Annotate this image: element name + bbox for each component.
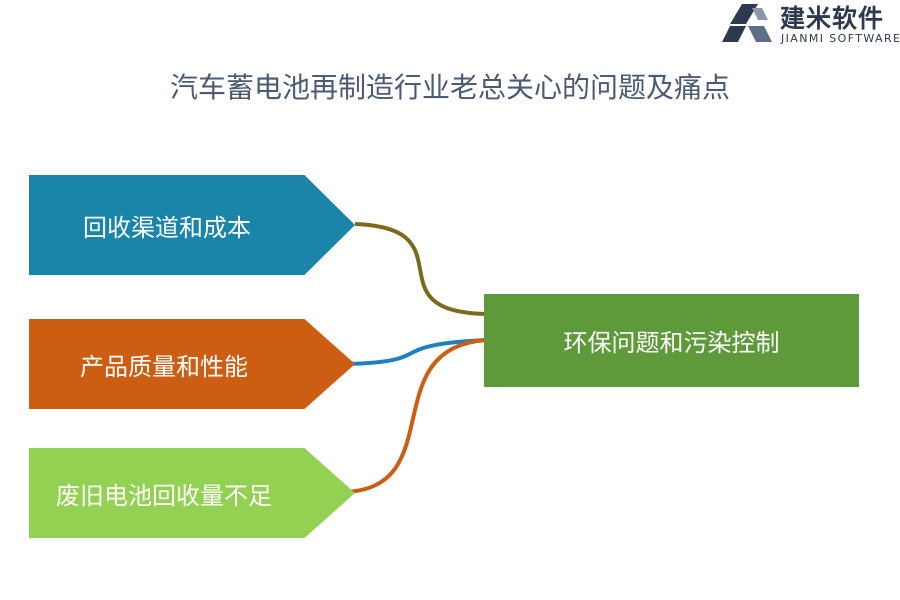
center-node-label: 环保问题和污染控制 (563, 329, 780, 357)
logo-subtitle: JIANMI SOFTWARE (781, 32, 900, 45)
branch-node-1: 回收渠道和成本 (29, 175, 355, 275)
jianmi-logo-icon (722, 4, 772, 42)
page-title: 汽车蓄电池再制造行业老总关心的问题及痛点 (169, 71, 730, 104)
brand-logo: 建米软件 JIANMI SOFTWARE (722, 2, 900, 46)
branch-node-2-label: 产品质量和性能 (80, 352, 248, 381)
center-node: 环保问题和污染控制 (484, 294, 859, 387)
branch-node-3: 废旧电池回收量不足 (29, 448, 355, 538)
connector-line-3 (344, 338, 487, 494)
logo-name: 建米软件 (780, 4, 885, 33)
branch-node-1-label: 回收渠道和成本 (83, 213, 251, 242)
branch-node-2: 产品质量和性能 (29, 319, 355, 409)
branch-node-3-label: 废旧电池回收量不足 (56, 481, 272, 510)
connector-line-2 (344, 338, 487, 366)
connector-line-1 (354, 222, 487, 316)
